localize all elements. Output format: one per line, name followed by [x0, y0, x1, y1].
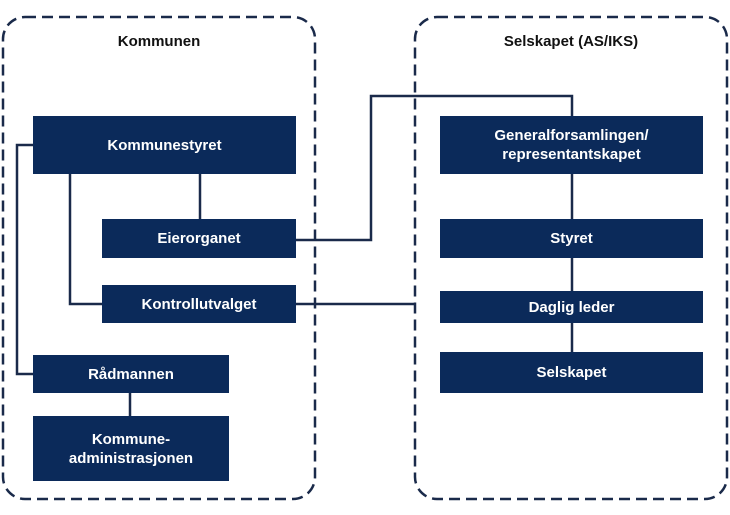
kommunestyret-box: Kommunestyret	[33, 116, 296, 174]
selskapet-container	[413, 15, 729, 501]
styret-box: Styret	[440, 219, 703, 258]
radmannen-box: Rådmannen	[33, 355, 229, 393]
kommunen-container	[1, 15, 317, 501]
generalforsamlingen-box: Generalforsamlingen/ representantskapet	[440, 116, 703, 174]
connector-eierorganet-generalforsamlingen	[296, 94, 574, 242]
connector-kommunestyret-radmannen	[15, 143, 33, 376]
eierorganet-box: Eierorganet	[102, 219, 296, 258]
connector-kommunestyret-kontrollutvalget	[68, 174, 102, 306]
kontrollutvalget-box: Kontrollutvalget	[102, 285, 296, 323]
selskapet-box: Selskapet	[440, 352, 703, 393]
daglig-leder-box: Daglig leder	[440, 291, 703, 323]
selskapet-group-title: Selskapet (AS/IKS)	[503, 33, 639, 50]
kommuneadministrasjonen-box: Kommune- administrasjonen	[33, 416, 229, 481]
kommunen-title: Kommunen	[117, 33, 201, 50]
